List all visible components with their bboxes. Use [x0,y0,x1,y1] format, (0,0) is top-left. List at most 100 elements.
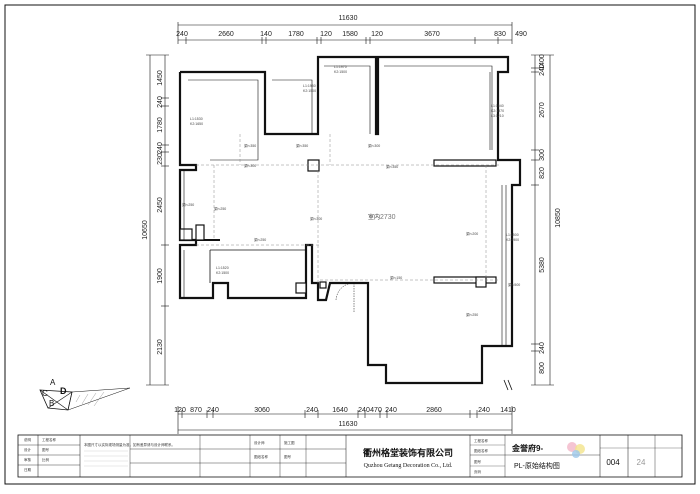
label-8: K2:1970 [491,109,504,113]
tb-right-4: 页码 [474,469,482,474]
dim-top-8: 3670 [424,31,440,38]
compass-letter-b: B [49,399,54,408]
dim-left-4: 240 [157,142,164,154]
label-2: K2:1500 [303,89,316,93]
dim-right-2: 240 [539,64,546,76]
tb-label-5: 日期 [24,467,31,472]
label-7: L1:1940 [491,104,504,108]
dim-bottom-10: 2860 [426,407,442,414]
dim-top-1: 240 [176,31,188,38]
dim-bottom-9: 240 [385,407,397,414]
dim-bottom-5: 240 [306,407,318,414]
beam-lines [196,134,500,283]
right-dimensions: 1400 240 2670 300 820 5380 240 800 10850 [531,54,562,386]
label-15: 梁h:250 [214,206,226,211]
room-name-label: 室内 [368,213,380,221]
dim-bottom-1: 120 [174,407,186,414]
tb-mid-3: 图纸名称 [254,454,268,459]
left-dimensions: 1450 240 1780 240 230 2450 1900 2130 106… [142,54,169,386]
tb-right-3: 图号 [474,459,482,464]
label-24: K2:1500 [216,271,229,275]
dim-right-8: 800 [539,362,546,374]
label-6: K2:1650 [190,122,203,126]
walls [178,55,522,391]
top-dimensions: 11630 240 2660 140 1780 120 1580 120 367… [176,15,527,44]
tb-label-7: 比例 [42,457,49,462]
dim-top-9: 830 [494,31,506,38]
overall-width-top: 11630 [339,15,358,22]
compass-letter-d: D [60,386,67,396]
room-height-label: 2730 [380,214,396,221]
dim-left-2: 240 [157,96,164,108]
dim-top-5: 120 [320,31,332,38]
dim-right-6: 5380 [539,257,546,273]
tb-right-1: 工程名称 [474,438,488,443]
dim-bottom-3: 240 [207,407,219,414]
tb-mid-1: 设计师 [254,440,265,445]
room-labels: L1:1950 K2:1500 L1:1970 K2:1500 L1:1530 … [182,65,520,317]
company-name-en: Quzhou Getang Decoration Co., Ltd. [364,463,453,469]
label-21: 梁h:250 [466,312,478,317]
tb-right-2: 图纸名称 [474,448,488,453]
label-20: 梁h:500 [508,282,520,287]
dim-top-4: 1780 [288,31,304,38]
tb-mid-4: 图号 [284,454,292,459]
page-number: 24 [637,458,646,467]
dim-top-2: 2660 [218,31,234,38]
dim-bottom-6: 1640 [332,407,348,414]
tb-label-2: 工程名称 [42,437,56,442]
label-17: 梁h:200 [466,231,478,236]
right-total: 10850 [555,208,562,228]
orientation-compass: A B C D [39,378,131,411]
dim-left-3: 1780 [157,117,164,133]
dim-top-10: 490 [515,31,527,38]
dim-left-8: 2130 [157,339,164,355]
label-13: 梁h:300 [244,163,256,168]
label-19: 梁h:150 [390,275,402,280]
tb-label-4: 审核 [24,457,31,462]
compass-letter-c: C [42,389,48,398]
project-name: 金誉府9- [511,443,543,453]
dim-top-6: 1580 [342,31,358,38]
dim-bottom-4: 3060 [254,407,270,414]
dim-right-4: 300 [539,149,546,161]
tb-label-3: 设计 [24,447,31,452]
label-14: 梁h:350 [386,164,398,169]
company-name-cn: 衢州格堂装饰有限公司 [363,447,453,458]
label-26: K2:2900 [506,238,519,242]
label-18: 梁h:250 [254,237,266,242]
dim-right-3: 2670 [539,102,546,118]
label-11: 梁h:350 [296,143,308,148]
dim-bottom-12: 1410 [500,407,516,414]
label-5: L1:1530 [190,117,203,121]
dim-left-1: 1450 [157,70,164,86]
dim-top-7: 120 [371,31,383,38]
tb-notes: 本图尺寸以实际现场测量为准，如有差异请与设计师联系。 [84,442,175,447]
compass-letter-a: A [50,378,56,387]
left-total: 10650 [142,220,149,240]
dim-right-5: 820 [539,167,546,179]
title-block: 说明 工程名称 设计 审核 日期 图号 比例 本图尺寸以实际现场测量为准，如有差… [17,434,683,478]
label-10: 梁h:350 [244,143,256,148]
label-12: 梁h:300 [368,143,380,148]
label-25: L1:1500 [506,233,519,237]
overall-width-bottom: 11630 [339,421,358,428]
dim-top-3: 140 [260,31,272,38]
drawing-number: 004 [606,458,620,467]
label-1: L1:1950 [303,84,316,88]
label-3: L1:1970 [334,65,347,69]
tb-label-6: 图号 [42,447,49,452]
dim-left-6: 2450 [157,197,164,213]
drawing-name: PL-原始结构图 [514,461,560,470]
dim-right-1: 1400 [539,54,546,70]
dim-left-5: 230 [157,153,164,165]
brand-logo-icon [567,442,585,458]
label-23: L1:1520 [216,266,229,270]
label-9: L3:1210 [491,114,504,118]
tb-label-1: 说明 [24,437,31,442]
dim-left-7: 1900 [157,268,164,284]
label-4: K2:1500 [334,70,347,74]
label-16: 梁h:300 [310,216,322,221]
